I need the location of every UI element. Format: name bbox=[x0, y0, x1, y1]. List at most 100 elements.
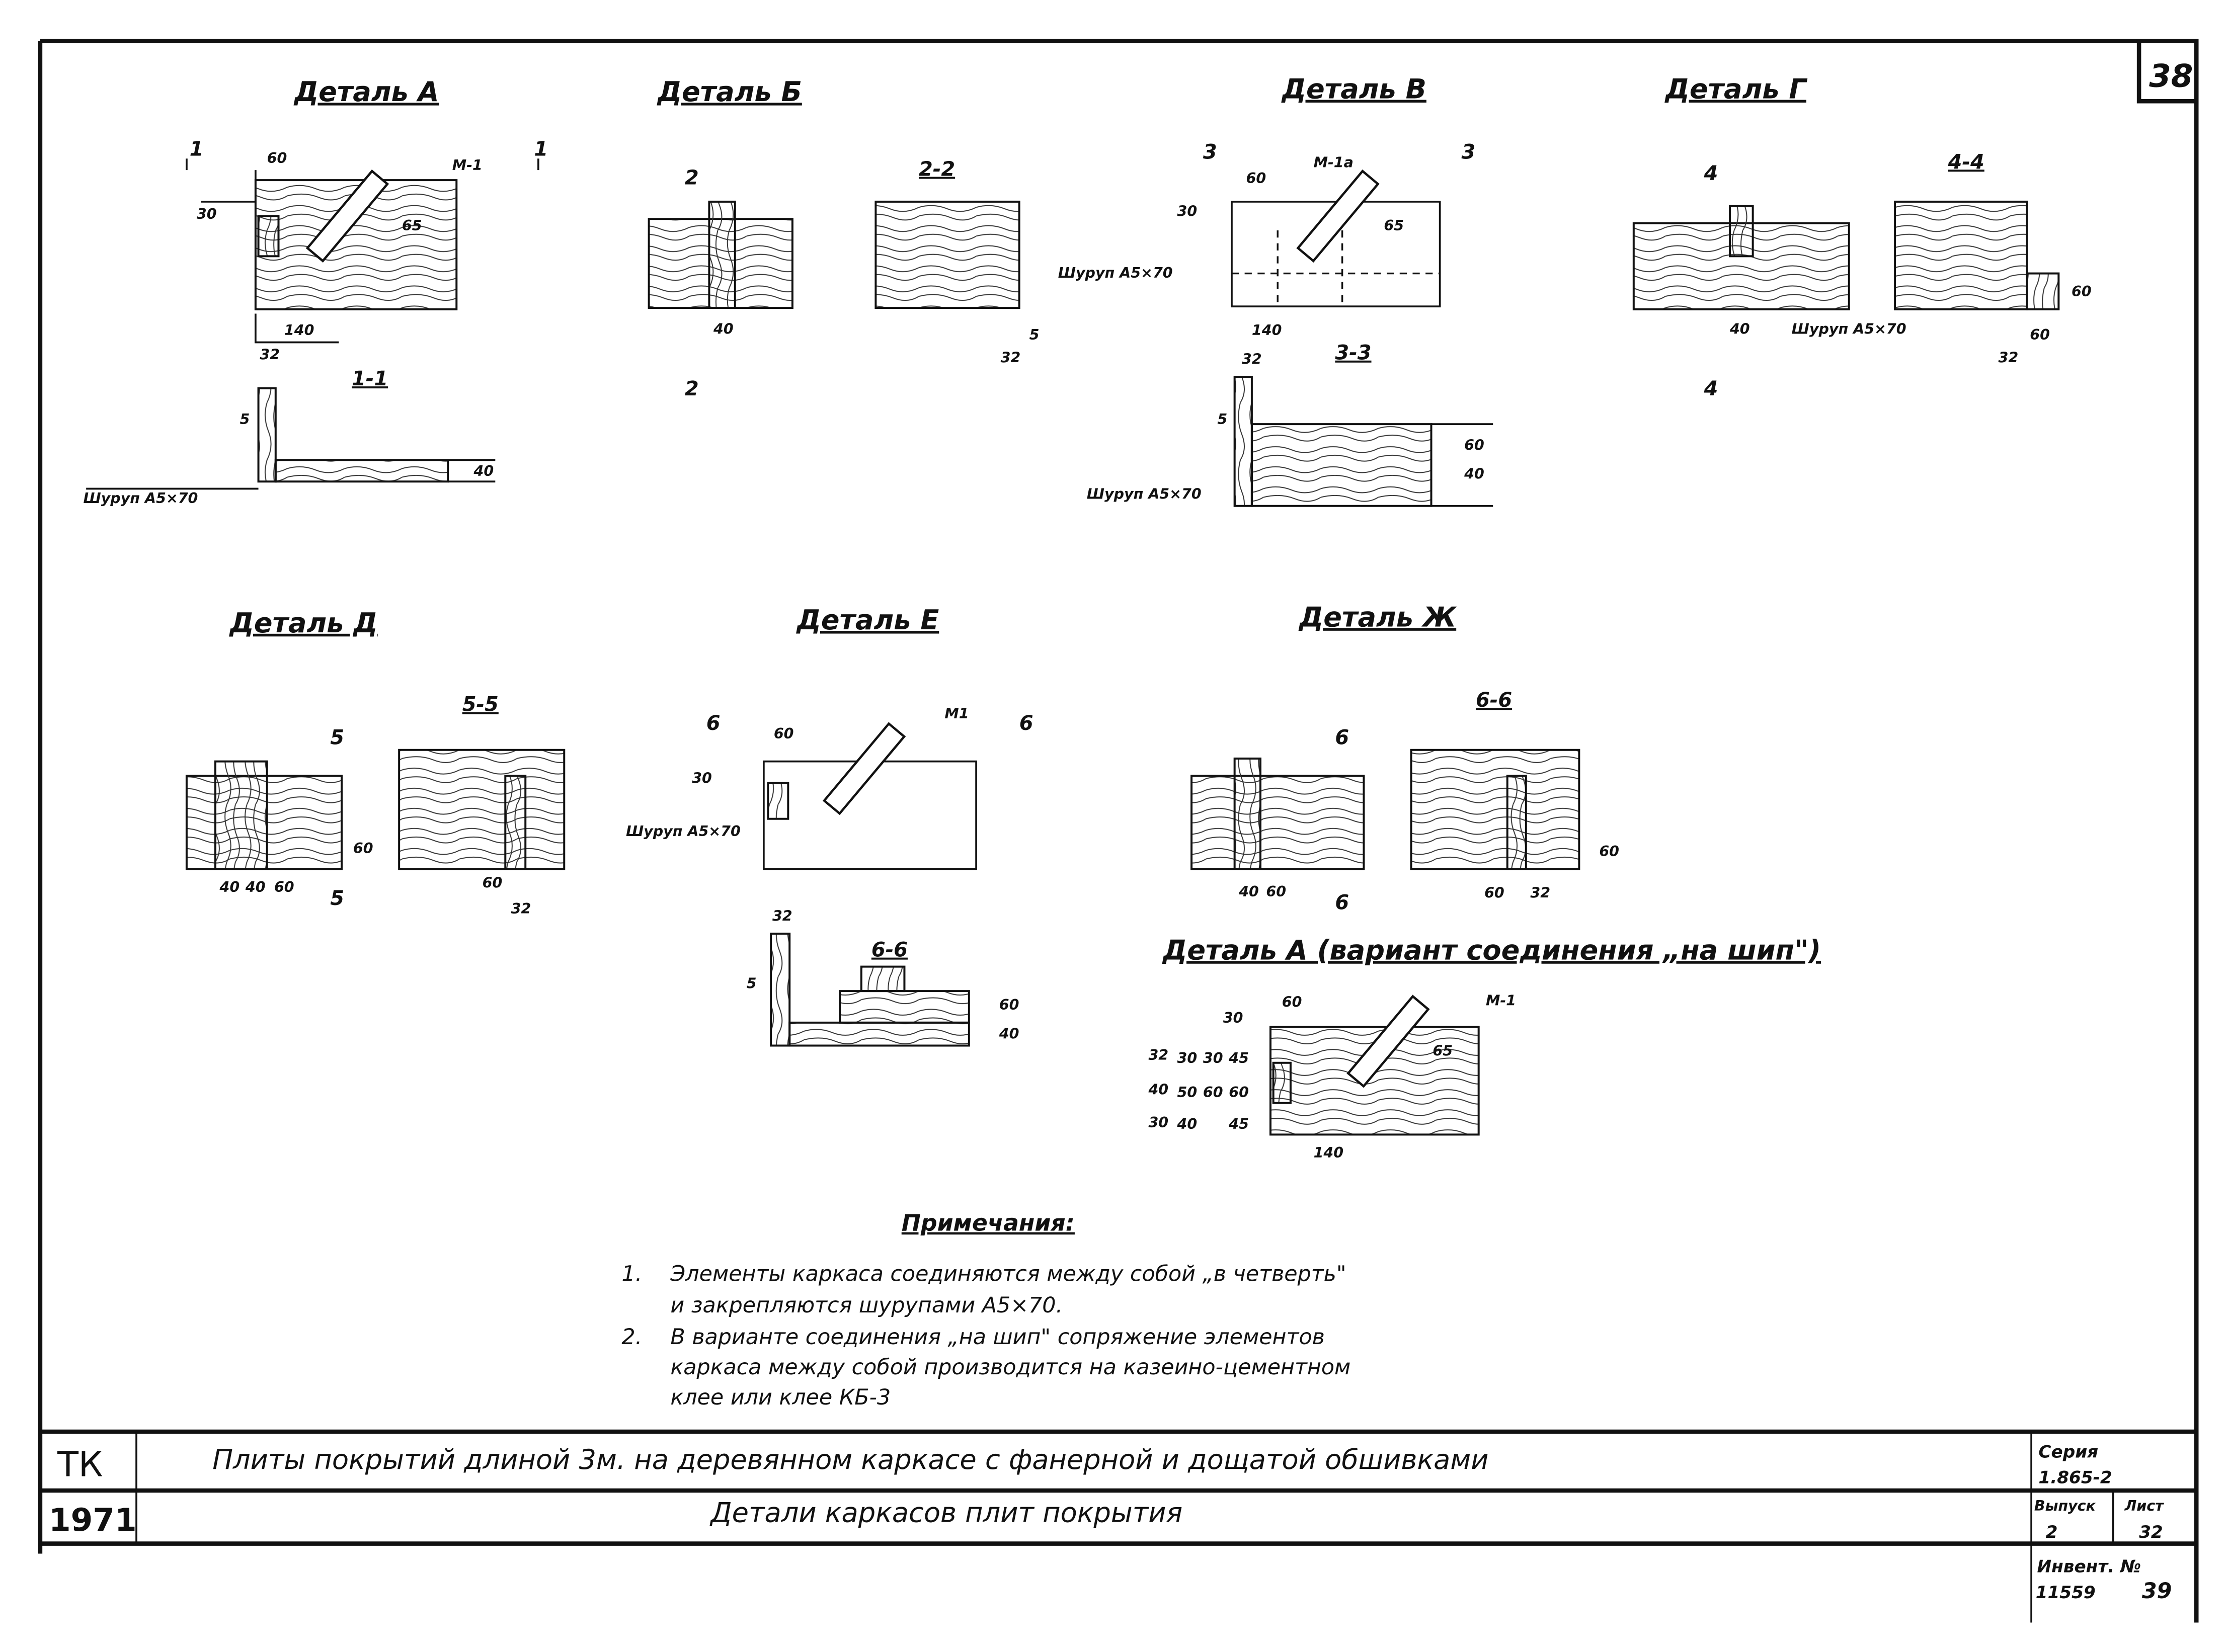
inventory-value: 11559 bbox=[2036, 1583, 2096, 1603]
detail-b-title: Деталь Б bbox=[657, 76, 802, 108]
dim-label: 30 bbox=[1177, 1050, 1198, 1066]
dim-label: 40 bbox=[473, 463, 494, 479]
dim-label: 5 bbox=[240, 411, 250, 428]
dim-label: 65 bbox=[1384, 217, 1404, 234]
screw-label: Шуруп А5×70 bbox=[1058, 265, 1173, 281]
section-title: 5-5 bbox=[462, 693, 499, 716]
dim-label: 140 bbox=[284, 322, 314, 339]
dim-label: 5 bbox=[1217, 411, 1227, 428]
sheet-label: Лист bbox=[2124, 1498, 2165, 1514]
detail-v: Деталь В 3 3 60 М-1а 30 65 Шуруп А5×70 1… bbox=[1058, 73, 1493, 507]
mark-label: М1 bbox=[944, 705, 969, 722]
section-mark: 3 bbox=[1461, 140, 1475, 163]
dim-label: 60 bbox=[1599, 843, 1619, 860]
dim-label: 40 bbox=[1238, 883, 1259, 900]
mark-label: М-1 bbox=[1486, 993, 1516, 1009]
dim-label: 32 bbox=[1148, 1047, 1168, 1063]
section-mark: 3 bbox=[1203, 140, 1217, 163]
section-mark: 4 bbox=[1704, 377, 1718, 400]
section-title: 4-4 bbox=[1948, 150, 1984, 174]
dim-label: 45 bbox=[1228, 1116, 1249, 1132]
year-label: 1971 bbox=[49, 1502, 137, 1538]
section-mark: 5 bbox=[330, 726, 344, 749]
dim-label: 60 bbox=[353, 840, 373, 857]
dim-label: 30 bbox=[1177, 203, 1198, 219]
section-title: 3-3 bbox=[1335, 342, 1371, 365]
section-mark: 6 bbox=[1335, 891, 1349, 914]
detail-d: Деталь Д 5-5 5 5 40 40 60 60 60 32 bbox=[185, 607, 566, 917]
dim-label: 65 bbox=[1433, 1042, 1453, 1059]
section-mark: 6 bbox=[1019, 712, 1033, 735]
dim-label: 32 bbox=[511, 900, 531, 917]
dim-label: 60 bbox=[483, 875, 503, 891]
notes: Примечания: 1. Элементы каркаса соединяю… bbox=[621, 1210, 1350, 1410]
screw-label: Шуруп А5×70 bbox=[1087, 485, 1202, 502]
sheet-frame: 38 bbox=[38, 39, 2199, 1623]
dim-label: 60 bbox=[1266, 883, 1286, 900]
section-mark: 1 bbox=[534, 138, 548, 161]
series-label: Серия bbox=[2038, 1442, 2098, 1462]
dim-label: 60 bbox=[267, 150, 287, 167]
inventory-page: 39 bbox=[2142, 1579, 2172, 1604]
dim-label: 32 bbox=[1001, 349, 1021, 366]
dim-label: 32 bbox=[1242, 351, 1262, 367]
section-title: 1-1 bbox=[352, 367, 388, 390]
notes-title: Примечания: bbox=[902, 1210, 1075, 1236]
detail-zh: Деталь Ж 6-6 6 6 40 60 60 32 60 bbox=[1190, 601, 1619, 914]
dim-label: 32 bbox=[772, 907, 792, 924]
issue-label: Выпуск bbox=[2034, 1498, 2096, 1514]
dim-label: 65 bbox=[402, 217, 422, 234]
drawing-subtitle: Детали каркасов плит покрытия bbox=[709, 1497, 1182, 1529]
note-line: и закрепляются шурупами А5×70. bbox=[670, 1293, 1063, 1318]
dim-label: 60 bbox=[2030, 326, 2050, 343]
dim-label: 40 bbox=[1148, 1082, 1168, 1098]
detail-e-title: Деталь Е bbox=[795, 604, 939, 636]
dim-label: 40 bbox=[999, 1025, 1019, 1042]
dim-label: 60 bbox=[1282, 994, 1302, 1010]
dim-label: 40 bbox=[219, 879, 240, 895]
note-line: каркаса между собой производится на казе… bbox=[670, 1355, 1350, 1380]
mark-label: М-1 bbox=[452, 157, 483, 174]
section-mark: 5 bbox=[330, 887, 344, 910]
series-value: 1.865-2 bbox=[2038, 1468, 2112, 1488]
dim-label: 5 bbox=[1029, 326, 1040, 343]
dim-label: 60 bbox=[1464, 437, 1484, 453]
dim-label: 60 bbox=[1203, 1084, 1223, 1101]
section-mark: 6 bbox=[1335, 726, 1349, 749]
note-line: клее или клее КБ-3 bbox=[670, 1385, 891, 1410]
detail-a-variant: Деталь А (вариант соединения „на шип") 6… bbox=[1148, 934, 1821, 1161]
dim-label: 140 bbox=[1314, 1144, 1344, 1161]
dim-label: 60 bbox=[999, 997, 1019, 1013]
dim-label: 60 bbox=[774, 725, 794, 742]
dim-label: 30 bbox=[1223, 1010, 1243, 1026]
note-line: В варианте соединения „на шип" сопряжени… bbox=[670, 1325, 1324, 1350]
inventory-label: Инвент. № bbox=[2037, 1557, 2141, 1577]
dim-label: 50 bbox=[1177, 1084, 1198, 1101]
sheet-number: 38 bbox=[2149, 58, 2193, 95]
detail-a-variant-title: Деталь А (вариант соединения „на шип") bbox=[1162, 934, 1821, 966]
dim-label: 40 bbox=[245, 879, 266, 895]
dim-label: 30 bbox=[197, 206, 217, 222]
section-mark: 2 bbox=[685, 377, 699, 400]
section-mark: 6 bbox=[706, 712, 721, 735]
detail-zh-title: Деталь Ж bbox=[1298, 601, 1457, 633]
mark-label: М-1а bbox=[1314, 154, 1354, 171]
dim-label: 60 bbox=[2072, 283, 2092, 300]
detail-e: Деталь Е 6 6 60 М1 30 Шуруп А5×70 6-6 32… bbox=[626, 604, 1033, 1047]
dim-label: 60 bbox=[1229, 1084, 1249, 1101]
dim-label: 60 bbox=[1484, 885, 1504, 901]
dim-label: 30 bbox=[1203, 1050, 1223, 1066]
title-block: ТК 1971 Плиты покрытий длиной 3м. на дер… bbox=[40, 1429, 2197, 1623]
drawing-title: Плиты покрытий длиной 3м. на деревянном … bbox=[212, 1444, 1488, 1475]
section-mark: 4 bbox=[1704, 162, 1718, 185]
dim-label: 45 bbox=[1228, 1050, 1249, 1066]
dim-label: 40 bbox=[1464, 466, 1484, 482]
dim-label: 40 bbox=[1729, 320, 1750, 337]
detail-b: Деталь Б 2 2 2-2 40 5 32 bbox=[648, 76, 1040, 400]
section-title: 2-2 bbox=[919, 158, 955, 181]
dim-label: 30 bbox=[1148, 1114, 1168, 1131]
code-label: ТК bbox=[57, 1444, 103, 1484]
dim-label: 140 bbox=[1252, 322, 1282, 339]
screw-label: Шуруп А5×70 bbox=[626, 823, 741, 840]
